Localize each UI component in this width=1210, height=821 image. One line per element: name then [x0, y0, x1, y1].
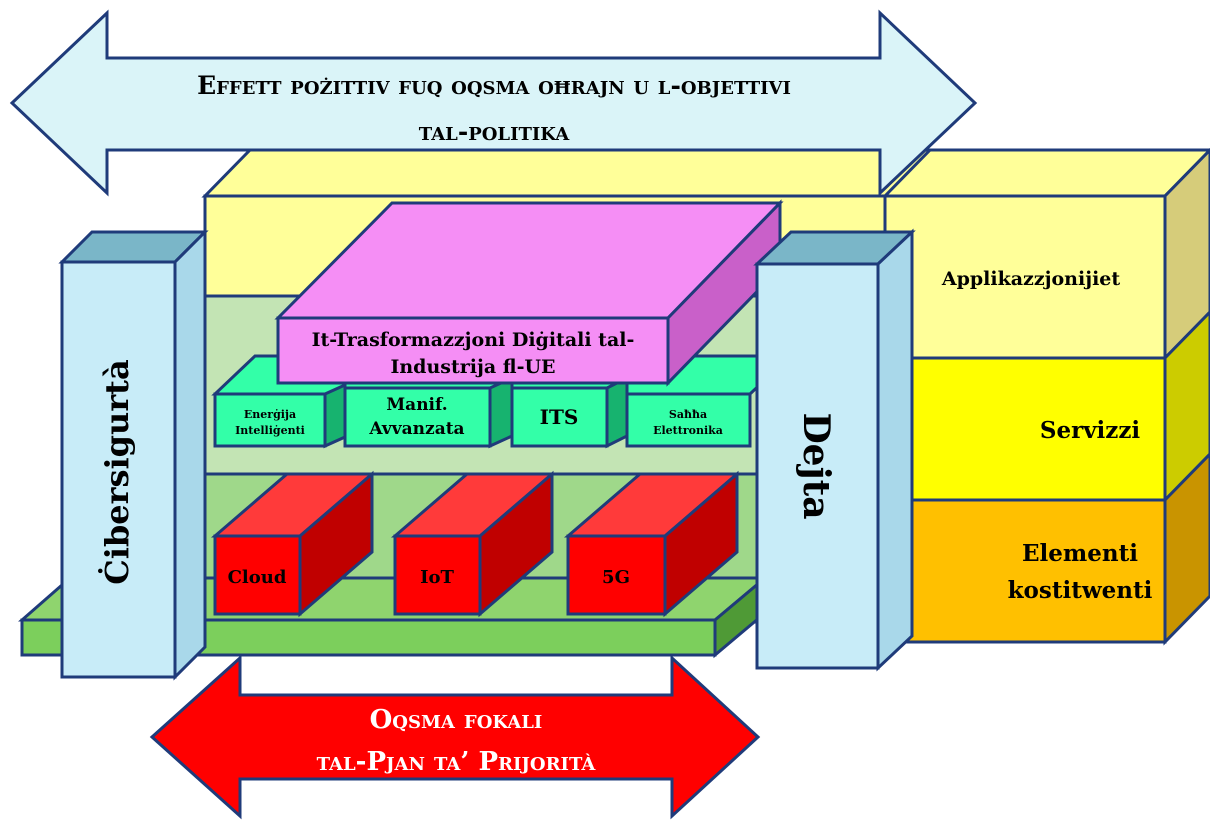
5g-side [663, 470, 739, 618]
sector-ehealth-line2: Elettronika [653, 424, 723, 437]
components-label-line2: kostitwenti [1008, 577, 1153, 604]
cloud-front [213, 534, 302, 616]
data-pillar [753, 228, 916, 672]
cybersecurity-pillar-front [60, 260, 177, 679]
5g-front [566, 534, 667, 616]
data-label: Dejta [795, 412, 837, 519]
applications-box [878, 194, 1167, 360]
iot-front [393, 534, 482, 616]
top-double-arrow [9, 9, 978, 197]
data-pillar-front [755, 262, 880, 670]
bottom-arrow-label-line2: tal-Pjan ta’ Prijorità [317, 747, 597, 777]
components-box [878, 498, 1167, 644]
data-pillar-side [876, 228, 914, 672]
cybersecurity-pillar [58, 228, 209, 681]
tech-iot-label: IoT [420, 567, 454, 588]
stack-top-face [876, 148, 1210, 198]
sector-bar-its-side [605, 375, 629, 449]
applications-side [1163, 147, 1210, 362]
right-stack [876, 147, 1210, 646]
transformation-block [274, 199, 784, 387]
sector-energy-line2: Intelliġenti [235, 424, 305, 437]
technology-layer [210, 470, 742, 618]
sector-manufacturing-line1: Manif. [386, 395, 447, 415]
iot-side [478, 470, 554, 618]
services-side [1163, 309, 1210, 504]
transformation-label-line2: Industrija fl-UE [390, 356, 555, 378]
sector-its-label: ITS [540, 405, 579, 429]
tech-5g-label: 5G [602, 567, 630, 588]
back-slab-top [201, 148, 934, 198]
cybersecurity-label: Ċibersigurtà [97, 359, 136, 584]
cybersecurity-pillar-side [173, 228, 207, 681]
sector-bar-its [510, 386, 609, 448]
sector-manufacturing-line2: Avvanzata [368, 419, 464, 439]
sector-energy-line1: Enerġija [244, 408, 296, 421]
sector-bar-manufacturing-side [488, 375, 514, 449]
transformation-label-line1: It-Trasformazzjoni Diġitali tal- [312, 329, 635, 351]
top-arrow-label-line1: Effett pożittiv fuq oqsma oħrajn u l-obj… [197, 71, 791, 100]
sector-bar-energy [213, 392, 327, 448]
bottom-double-arrow [149, 654, 761, 820]
top-arrow-label-line2: tal-politika [419, 117, 570, 146]
sector-ehealth-line1: Saħħa [669, 408, 707, 421]
tech-cloud-label: Cloud [228, 567, 287, 588]
bottom-arrow-label-line1: Oqsma fokali [370, 705, 543, 735]
sector-bar-energy-side [323, 382, 347, 449]
applications-label: Applikazzjonijiet [941, 268, 1121, 290]
services-label: Servizzi [1040, 417, 1141, 444]
cloud-side [298, 470, 374, 618]
components-side [1163, 451, 1210, 646]
sector-bar-ehealth [625, 392, 752, 448]
components-label-line1: Elementi [1022, 540, 1138, 567]
